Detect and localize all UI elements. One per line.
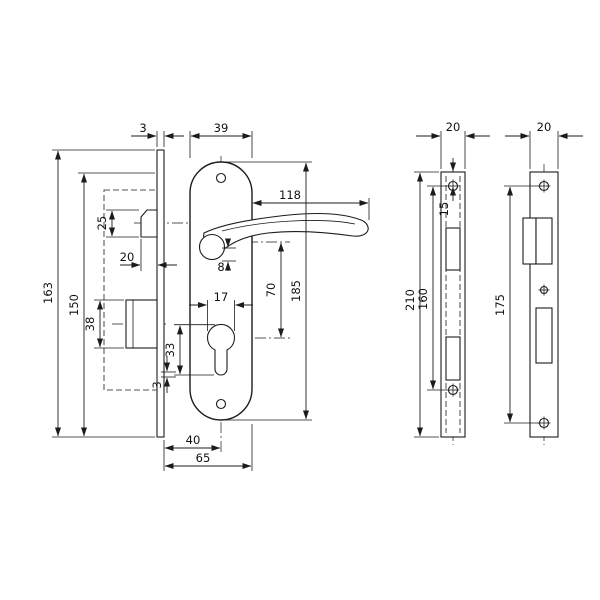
dim-label-keyway-gap: 3 <box>150 381 164 388</box>
screw-hole-bottom <box>215 398 227 410</box>
dim-label-strike-height: 175 <box>493 294 507 316</box>
dim-label-faceplate-hole-spacing: 160 <box>416 288 430 310</box>
faceplate-screw-hole-bottom <box>446 383 460 397</box>
handle-grip <box>198 233 226 261</box>
dim-label-plate-thickness: 3 <box>139 121 146 135</box>
dim-deadbolt-height: 38 <box>83 299 124 349</box>
handle-lever <box>198 213 369 261</box>
dim-label-backset: 40 <box>186 433 201 447</box>
dim-label-handle-length: 118 <box>279 188 301 202</box>
dim-cylinder-height: 33 <box>163 324 215 376</box>
dim-strike-width: 20 <box>505 120 583 169</box>
dim-overall-depth: 65 <box>164 424 253 471</box>
dim-label-deadbolt-height: 38 <box>83 317 97 332</box>
strike-deadbolt-cutout <box>535 307 553 364</box>
dim-label-faceplate-height: 210 <box>403 289 417 311</box>
dim-label-latch-height: 25 <box>95 216 109 231</box>
dim-label-faceplate-hole-top-offset: 15 <box>437 202 451 217</box>
dim-faceplate-height: 210 <box>403 171 439 438</box>
dim-label-handle-to-cylinder: 70 <box>264 283 278 298</box>
dim-mount-height: 150 <box>67 172 155 437</box>
dim-handle-length: 118 <box>252 188 370 220</box>
dim-strike-height: 175 <box>493 185 539 424</box>
strike-body <box>529 171 559 438</box>
strike-latch-lip <box>522 217 537 265</box>
dim-label-cylinder-width: 17 <box>214 290 229 304</box>
faceplate-latch-cutout <box>445 227 461 271</box>
dim-label-backplate-height: 185 <box>289 280 303 302</box>
dim-latch-height: 25 <box>95 209 139 238</box>
faceplate-edge <box>156 149 165 438</box>
dim-label-faceplate-width: 20 <box>446 120 461 134</box>
dim-handle-to-cylinder: 70 <box>264 242 285 338</box>
screw-hole-top <box>215 172 227 184</box>
dim-latch-depth: 20 <box>120 239 177 271</box>
strike-latch-cutout <box>535 217 553 265</box>
dim-backplate-height: 185 <box>224 161 312 421</box>
strike-center-hole <box>538 284 550 296</box>
dim-cylinder-width: 17 <box>189 290 253 331</box>
dim-faceplate-hole-spacing: 160 <box>416 185 447 391</box>
cylinder-hole <box>206 323 236 376</box>
dim-label-overall-height: 163 <box>41 282 55 304</box>
faceplate-front-view: 20 210 160 15 <box>403 120 490 445</box>
dim-label-overall-depth: 65 <box>196 451 211 465</box>
strike-screw-hole-bottom <box>537 416 551 430</box>
lock-side-view: 3 39 118 8 25 <box>41 121 370 471</box>
dim-plate-thickness: 3 <box>131 121 184 147</box>
strike-screw-hole-top <box>537 179 551 193</box>
faceplate-deadbolt-cutout <box>445 336 461 381</box>
dim-label-handle-thickness: 8 <box>217 260 224 274</box>
dim-keyway-gap: 3 <box>150 356 176 393</box>
dim-label-backplate-width: 39 <box>214 121 229 135</box>
dim-faceplate-width: 20 <box>416 120 490 169</box>
dim-overall-height: 163 <box>41 149 155 438</box>
deadbolt <box>125 299 158 349</box>
dim-label-cylinder-height: 33 <box>163 343 177 358</box>
dim-label-strike-width: 20 <box>537 120 552 134</box>
dim-backset: 40 <box>163 433 221 471</box>
dim-faceplate-hole-top-offset: 15 <box>437 158 457 217</box>
latch-bolt <box>140 209 158 238</box>
dim-handle-thickness: 8 <box>217 238 236 274</box>
strike-plate-front-view: 20 175 <box>493 120 583 445</box>
dim-backplate-width: 39 <box>189 121 253 158</box>
dim-label-latch-depth: 20 <box>120 250 135 264</box>
dim-label-mount-height: 150 <box>67 294 81 316</box>
